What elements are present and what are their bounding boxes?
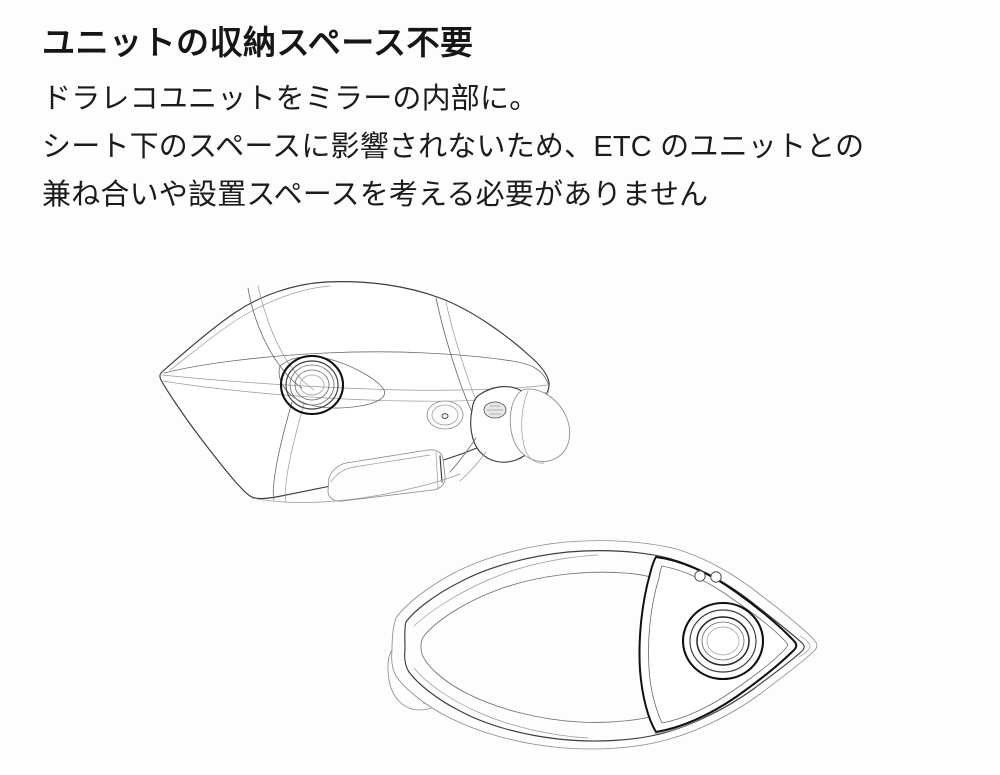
housing-shell-outline bbox=[404, 550, 805, 742]
camera-lens-bezel bbox=[279, 354, 345, 416]
mirror-stem-cap bbox=[509, 388, 571, 462]
status-led-right bbox=[710, 571, 722, 583]
housing-ridge-upper-2 bbox=[257, 285, 315, 391]
camera-lens-bezel bbox=[681, 601, 765, 681]
mirror-stem-neck-2 bbox=[459, 451, 487, 482]
brand-logo-badge bbox=[483, 401, 507, 419]
housing-ridge-lower-2 bbox=[284, 403, 305, 503]
page-title: ユニットの収納スペース不要 bbox=[42, 24, 474, 61]
camera-panel-inner-edge bbox=[648, 565, 788, 724]
housing-bottom-edge bbox=[251, 473, 461, 503]
housing-ridge-lower bbox=[272, 401, 293, 501]
status-led-pair bbox=[694, 570, 722, 583]
housing-seam-bottom-left bbox=[413, 667, 589, 739]
status-led-left bbox=[694, 570, 706, 582]
housing-top-edge-highlight bbox=[169, 285, 331, 371]
mirror-unit-three-quarter-svg bbox=[159, 281, 571, 503]
mirror-unit-three-quarter-view bbox=[140, 260, 610, 530]
camera-panel-bottom-rim bbox=[653, 711, 715, 735]
description-line-1: ドラレコユニットをミラーの内部に。 bbox=[42, 83, 539, 116]
mirror-unit-rear-face-svg bbox=[387, 540, 818, 750]
camera-module-panel bbox=[638, 556, 798, 733]
description-paragraph: ドラレコユニットをミラーの内部に。 シート下のスペースに影響されないため、ETC… bbox=[42, 75, 982, 219]
housing-right-tip-rim bbox=[798, 635, 811, 658]
housing-seam-top-left bbox=[413, 554, 599, 627]
product-illustration-area bbox=[0, 250, 1000, 775]
mirror-unit-rear-face-view bbox=[380, 510, 840, 760]
mirror-stem-cap-seam bbox=[521, 390, 545, 464]
housing-top-seam bbox=[163, 351, 550, 387]
text-block: ユニットの収納スペース不要 ドラレコユニットをミラーの内部に。 シート下のスペー… bbox=[42, 22, 982, 219]
description-line-3: 兼ね合いや設置スペースを考える必要がありません bbox=[42, 179, 709, 212]
description-line-2: シート下のスペースに影響されないため、ETC のユニットとの bbox=[42, 131, 865, 164]
mounting-screw-boss bbox=[426, 400, 464, 430]
mirror-stem-neck bbox=[449, 437, 477, 473]
lower-trim-strip bbox=[327, 449, 446, 502]
